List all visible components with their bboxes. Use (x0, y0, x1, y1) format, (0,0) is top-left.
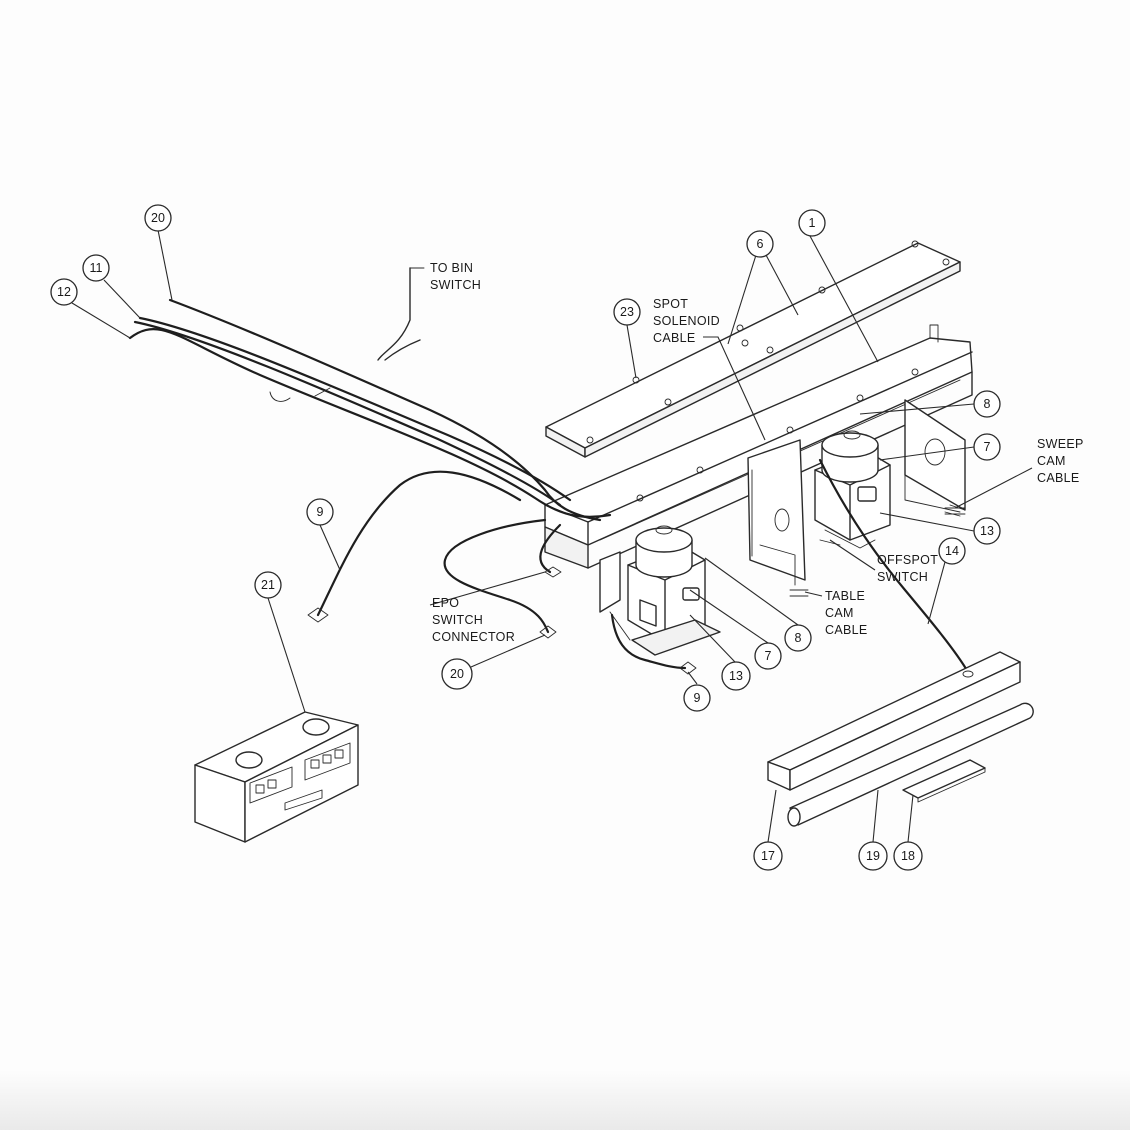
svg-text:8: 8 (795, 631, 802, 645)
bubble-8-right: 8 (973, 390, 1001, 418)
bubble-13-right: 13 (973, 517, 1001, 545)
svg-text:6: 6 (757, 237, 764, 251)
svg-text:23: 23 (620, 305, 634, 319)
bubble-18: 18 (893, 841, 923, 871)
cable-bundle (128, 316, 612, 518)
callout-spot-solenoid-cable: SPOT SOLENOID CABLE (653, 297, 724, 345)
bubble-20-bottom: 20 (441, 658, 473, 690)
bottom-shadow (0, 1070, 1130, 1130)
bubble-17: 17 (753, 841, 783, 871)
top-plate (545, 240, 961, 458)
svg-text:18: 18 (901, 849, 915, 863)
bubble-14: 14 (938, 537, 966, 565)
svg-text:7: 7 (765, 649, 772, 663)
bubble-19: 19 (858, 841, 888, 871)
cable-20-upper (168, 298, 602, 522)
svg-text:14: 14 (945, 544, 959, 558)
svg-text:19: 19 (866, 849, 880, 863)
bubble-1: 1 (798, 209, 826, 237)
svg-text:9: 9 (694, 691, 701, 705)
svg-text:20: 20 (151, 211, 165, 225)
epo-cable (443, 518, 562, 639)
callout-epo-switch-connector: EPO SWITCH CONNECTOR (432, 596, 515, 644)
bubble-21: 21 (254, 571, 282, 599)
callout-offspot-switch: OFFSPOT SWITCH (877, 553, 942, 584)
svg-text:20: 20 (450, 667, 464, 681)
cable-9-center (610, 613, 697, 675)
bubble-23: 23 (613, 298, 641, 326)
bubble-13-center: 13 (721, 661, 751, 691)
callout-sweep-cam-cable: SWEEP CAM CABLE (1037, 437, 1087, 485)
callout-to-bin-switch: TO BIN SWITCH (430, 261, 481, 292)
callout-table-cam-cable: TABLE CAM CABLE (825, 589, 869, 637)
svg-text:13: 13 (980, 524, 994, 538)
svg-text:7: 7 (984, 440, 991, 454)
solenoid-assembly-left (627, 525, 721, 656)
cable-9-left (307, 470, 522, 623)
bubble-7-center: 7 (754, 642, 782, 670)
svg-text:1: 1 (809, 216, 816, 230)
center-bracket (747, 439, 806, 586)
control-box (194, 711, 359, 843)
svg-text:11: 11 (90, 261, 103, 275)
leader-lines (71, 229, 1033, 843)
bubble-20-top: 20 (144, 204, 172, 232)
solenoid-assembly-right (814, 430, 891, 549)
bubble-6: 6 (746, 230, 774, 258)
bubble-9-center: 9 (683, 684, 711, 712)
cable-14 (818, 458, 970, 674)
to-bin-switch-cable (377, 267, 425, 361)
svg-text:13: 13 (729, 669, 743, 683)
bubble-9-left: 9 (306, 498, 334, 526)
tube (787, 702, 1034, 827)
right-side-bracket (904, 399, 966, 517)
bubble-8-center: 8 (784, 624, 812, 652)
svg-text:21: 21 (261, 578, 275, 592)
light-bar (767, 651, 1021, 791)
bubble-11: 11 (82, 254, 110, 282)
bubble-12: 12 (50, 278, 78, 306)
svg-text:9: 9 (317, 505, 324, 519)
svg-text:8: 8 (984, 397, 991, 411)
svg-text:12: 12 (57, 285, 71, 299)
svg-text:17: 17 (761, 849, 775, 863)
left-support (599, 551, 631, 641)
bubble-7-right: 7 (973, 433, 1001, 461)
